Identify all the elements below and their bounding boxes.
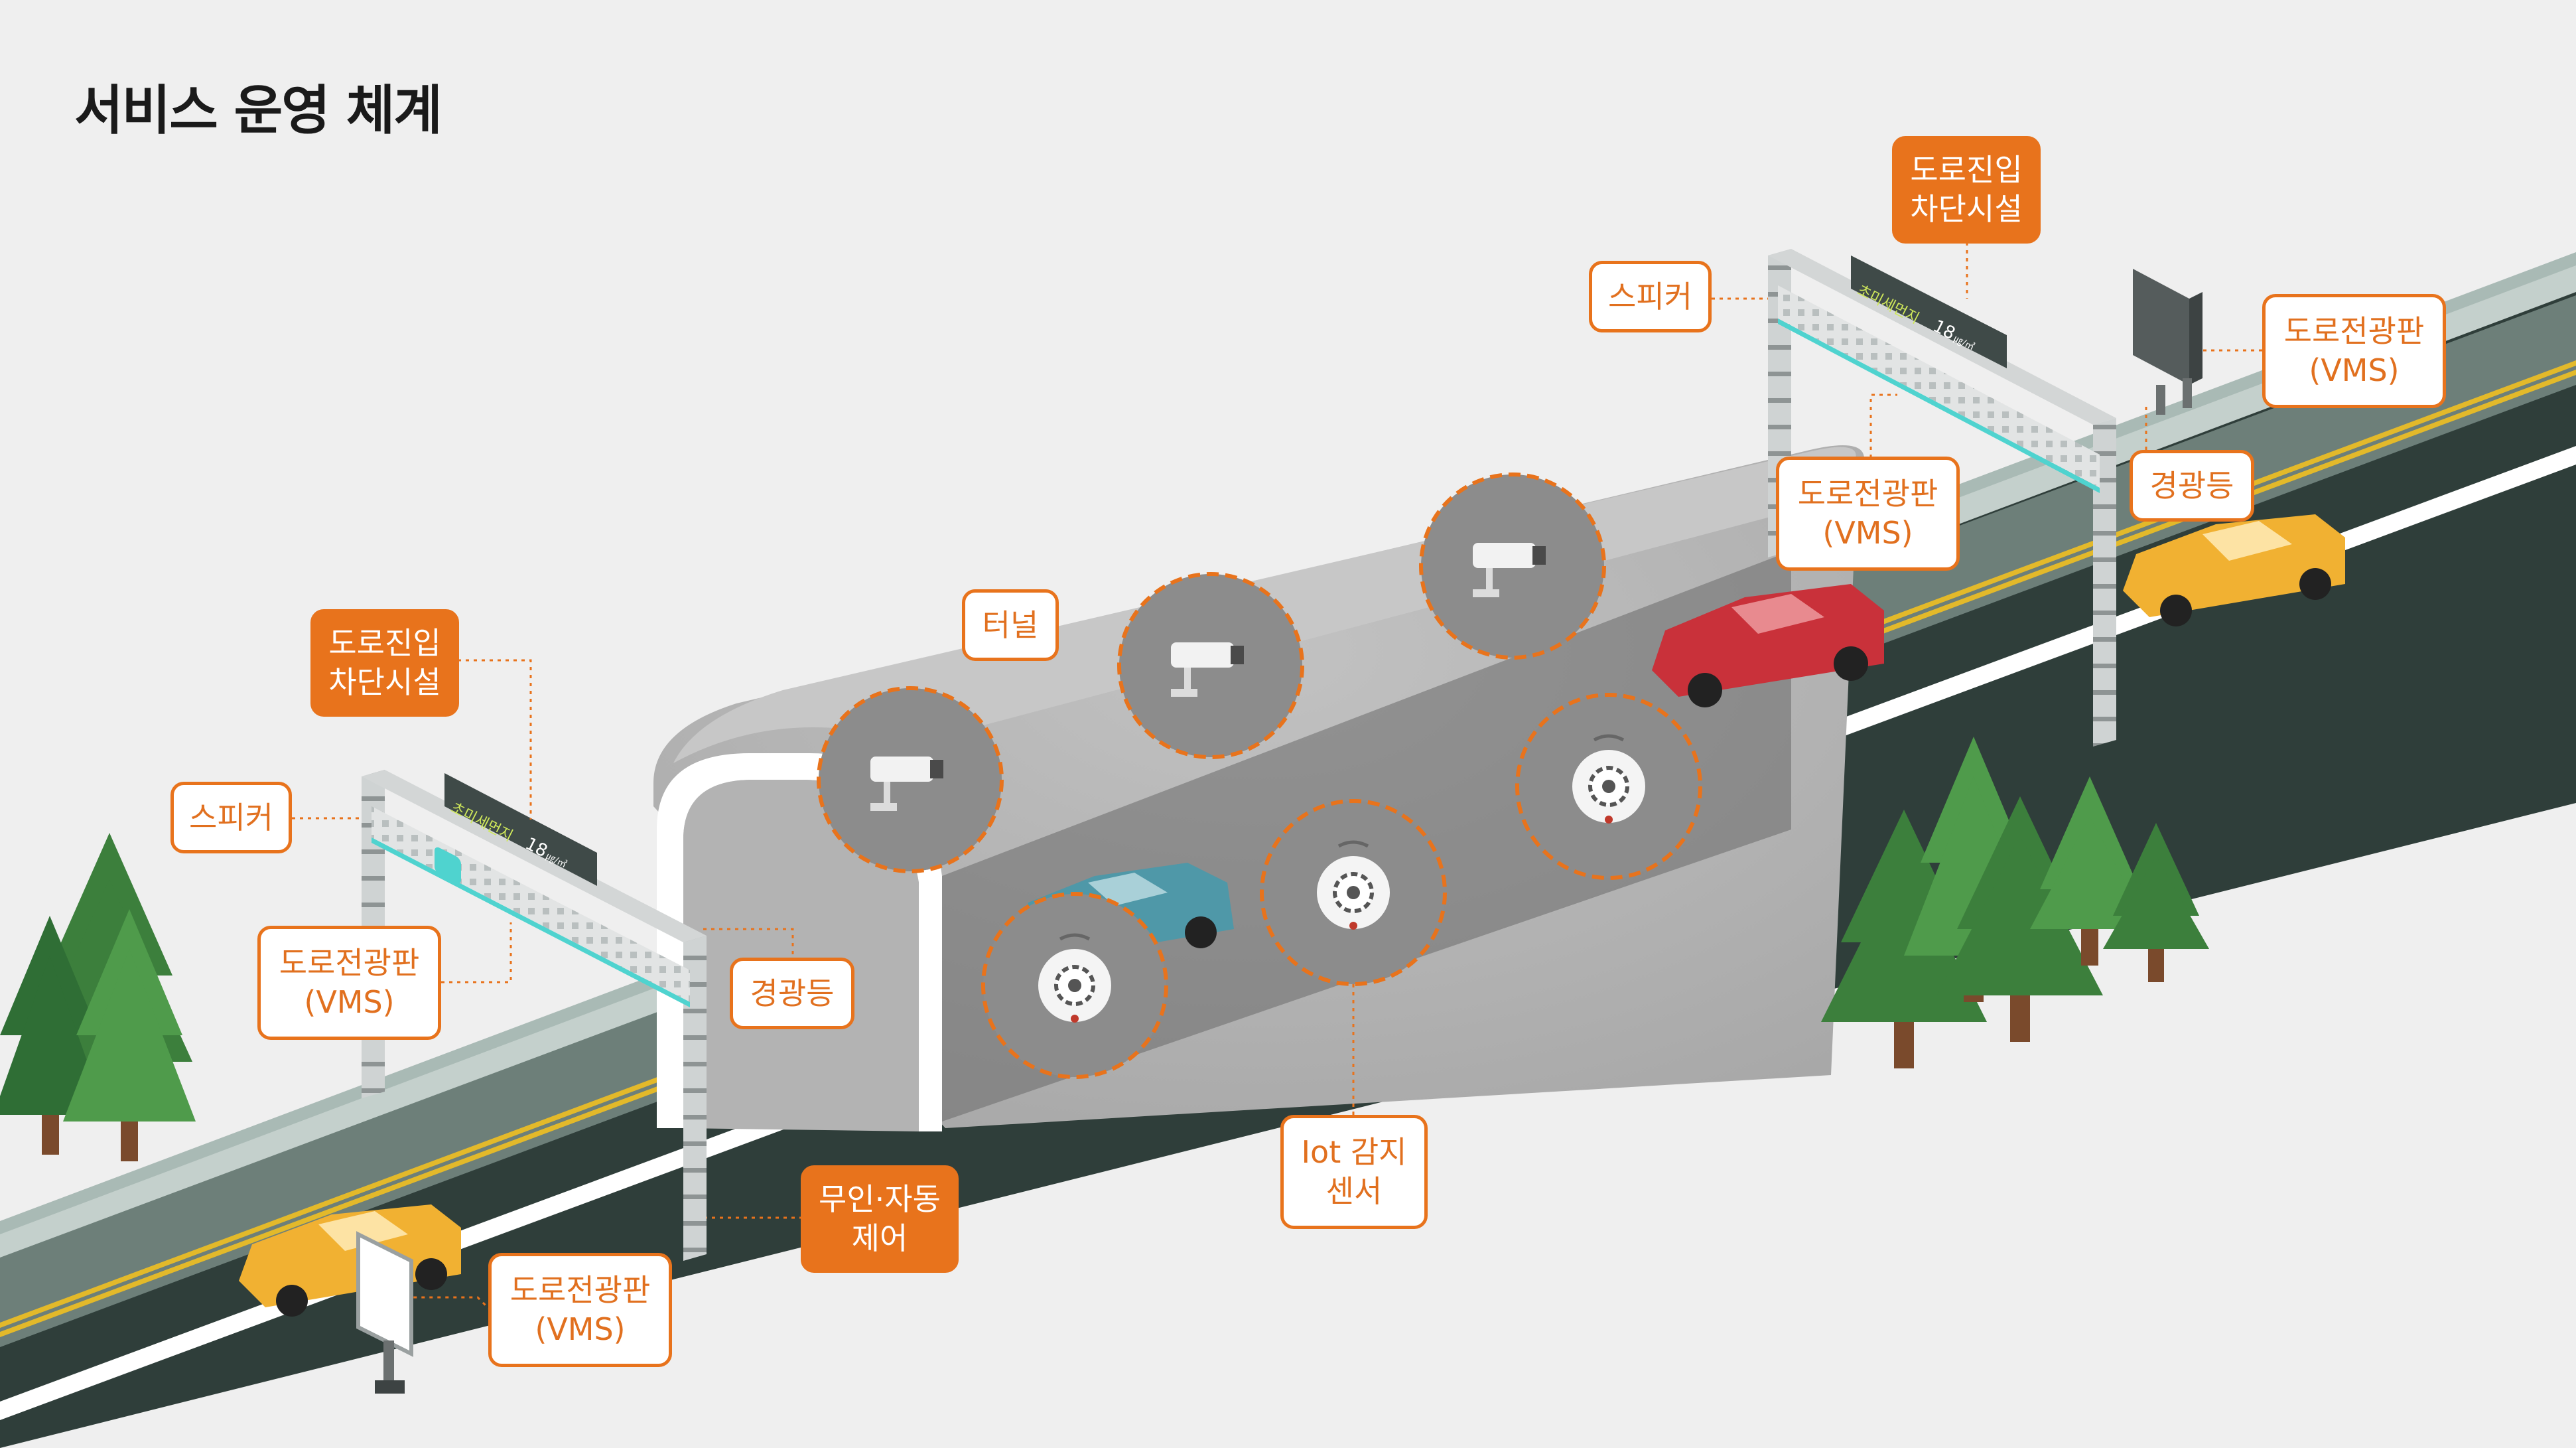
left-barrier-label-line-2: 차단시설 (328, 664, 441, 700)
left-vms-label-line-2: (VMS) (304, 984, 395, 1020)
pine-tree-icon (63, 909, 196, 1161)
iot-sensor-label-line-1: Iot 감지 (1301, 1134, 1407, 1171)
bottom-vms-label-line-1: 도로전광판 (509, 1272, 651, 1309)
right-speaker-label-line-1: 스피커 (1608, 278, 1692, 315)
right-vms-sign-label: 도로전광판 (VMS) (2262, 294, 2446, 408)
tunnel-inner-wall (683, 780, 919, 1131)
car-yellow-right (2123, 514, 2345, 626)
unmanned-control-label-line-1: 무인·자동 (819, 1181, 941, 1218)
left-warning-light-label: 경광등 (730, 958, 854, 1029)
bottom-vms-label: 도로전광판 (VMS) (488, 1253, 672, 1367)
left-barrier-label: 도로진입 차단시설 (310, 609, 459, 717)
cctv-camera-icon (870, 757, 943, 811)
right-gantry-display (1851, 255, 2007, 368)
left-vms-label-line-1: 도로전광판 (279, 945, 420, 981)
cctv-camera-icon (1171, 642, 1244, 697)
smoke-detector-icon (1038, 933, 1111, 1023)
tunnel-label: 터널 (962, 589, 1059, 661)
right-gantry-vms-panel (1778, 285, 2100, 488)
right-barrier-label-line-1: 도로진입 (1910, 152, 2023, 188)
page-title: 서비스 운영 체계 (74, 80, 442, 141)
pine-tree-icon (0, 916, 106, 1155)
right-gantry-vms-label-line-1: 도로전광판 (1797, 476, 1938, 512)
right-gantry-vms-label: 도로전광판 (VMS) (1776, 457, 1960, 571)
tunnel-portal (657, 753, 942, 1131)
cctv-camera-2 (1117, 572, 1304, 759)
left-barrier-label-line-1: 도로진입 (328, 625, 441, 662)
iot-sensor-1 (981, 892, 1168, 1079)
right-barrier-label: 도로진입 차단시설 (1892, 136, 2041, 244)
cctv-camera-icon (1473, 543, 1546, 597)
smoke-detector-icon (1317, 840, 1390, 930)
unmanned-control-label-line-2: 제어 (851, 1220, 908, 1256)
iot-sensor-label: Iot 감지 센서 (1280, 1115, 1428, 1229)
tunnel-label-line-1: 터널 (982, 607, 1039, 643)
right-barrier-label-line-2: 차단시설 (1910, 191, 2023, 227)
iot-sensor-label-line-2: 센서 (1325, 1173, 1383, 1209)
right-gantry-vms-label-line-2: (VMS) (1822, 515, 1913, 551)
bottom-vms-label-line-2: (VMS) (535, 1311, 626, 1347)
left-vms-label: 도로전광판 (VMS) (257, 926, 441, 1040)
cctv-camera-1 (817, 686, 1004, 873)
pine-tree-icon (2030, 776, 2149, 966)
smoke-detector-icon (1572, 734, 1645, 824)
vms-sign-left (356, 1231, 413, 1394)
unmanned-control-label: 무인·자동 제어 (801, 1165, 959, 1273)
right-speaker-label: 스피커 (1589, 261, 1712, 332)
left-speaker-label-line-1: 스피커 (189, 799, 273, 835)
leader-lines (292, 242, 2262, 1312)
left-warning-light-label-line-1: 경광등 (750, 975, 835, 1011)
vms-sign-right (2133, 269, 2203, 415)
cctv-camera-3 (1419, 472, 1606, 660)
left-gantry: 초미세먼지 18 ㎍/㎥ (362, 770, 707, 1261)
iot-sensor-2 (1260, 799, 1447, 986)
right-vms-sign-label-line-2: (VMS) (2309, 352, 2400, 388)
left-gantry-display (444, 773, 597, 886)
car-red (1652, 584, 1884, 707)
pine-tree-icon (2103, 823, 2209, 982)
right-vms-sign-label-line-1: 도로전광판 (2283, 313, 2425, 350)
iot-sensor-3 (1515, 693, 1702, 880)
right-warning-light-label: 경광등 (2130, 450, 2254, 522)
right-warning-light-label-line-1: 경광등 (2149, 467, 2234, 504)
left-speaker-label: 스피커 (170, 782, 292, 853)
